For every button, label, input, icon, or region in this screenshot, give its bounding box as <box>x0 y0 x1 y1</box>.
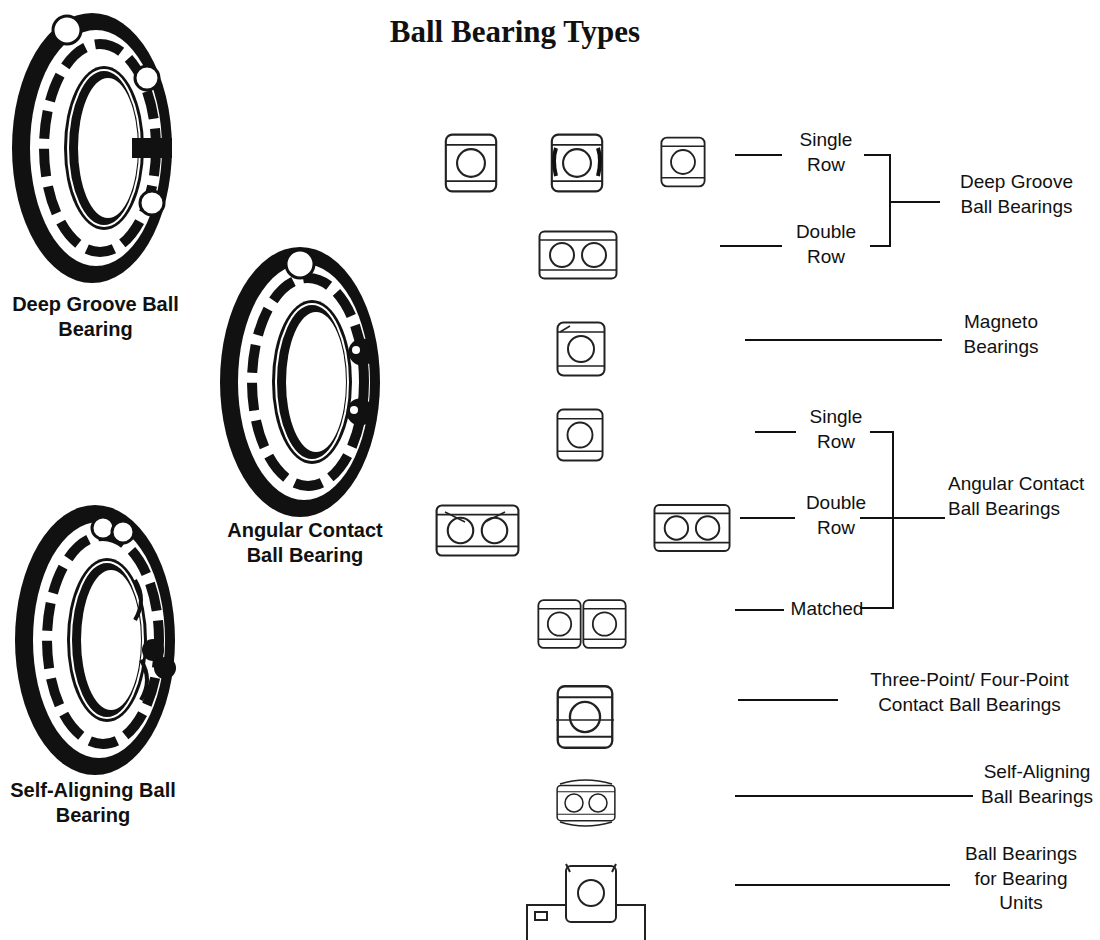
diagram-title: Ball Bearing Types <box>300 12 730 52</box>
type-label: Magneto Bearings <box>946 310 1056 359</box>
row-label: Double Row <box>796 491 876 540</box>
type-label: Ball Bearings for Bearing Units <box>954 842 1088 916</box>
row-label: Single Row <box>798 405 874 454</box>
illustration-caption: Self-Aligning Ball Bearing <box>8 778 178 828</box>
illustration-caption: Deep Groove Ball Bearing <box>8 292 183 342</box>
type-label: Angular Contact Ball Bearings <box>948 472 1088 521</box>
row-label: Single Row <box>786 128 866 177</box>
type-label: Self-Aligning Ball Bearings <box>978 760 1096 809</box>
illustration-caption: Angular Contact Ball Bearing <box>210 518 400 568</box>
type-label: Deep Groove Ball Bearings <box>944 170 1089 219</box>
row-label: Double Row <box>786 220 866 269</box>
type-label: Three-Point/ Four-Point Contact Ball Bea… <box>842 668 1097 717</box>
row-label: Matched <box>786 597 868 622</box>
